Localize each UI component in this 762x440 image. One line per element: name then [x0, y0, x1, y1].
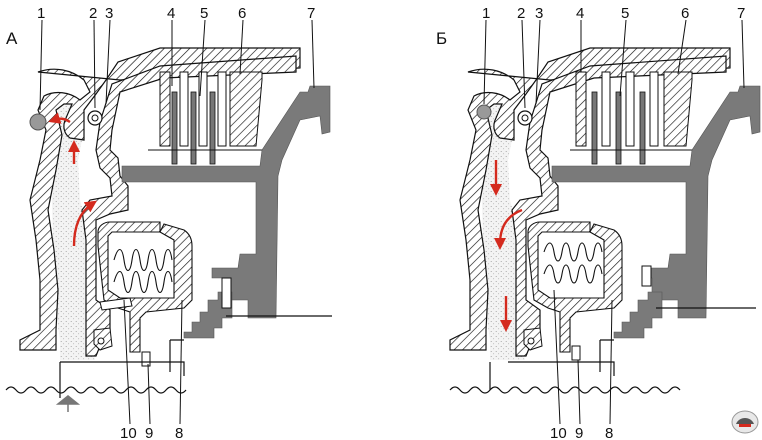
drum-housing	[81, 55, 297, 357]
outer-housing-wall	[19, 47, 301, 351]
callout-7: 7	[307, 5, 315, 22]
panel-letter-a: А	[6, 29, 18, 48]
seal-core	[91, 114, 99, 122]
return-spring	[113, 248, 173, 294]
clutch-pack	[570, 71, 698, 165]
cut-line	[449, 386, 681, 394]
callout-10: 10	[550, 425, 567, 440]
callout-9: 9	[575, 425, 583, 440]
output-shaft-steps	[613, 291, 663, 339]
drum-housing	[511, 55, 727, 357]
oil-flow-arrows	[490, 160, 523, 332]
check-ball	[476, 104, 492, 120]
check-valve	[141, 351, 151, 367]
callout-7: 7	[737, 5, 745, 22]
callout-4: 4	[167, 5, 175, 22]
callout-3: 3	[535, 5, 543, 22]
return-spring-assembly	[97, 221, 193, 353]
clutch-hub	[121, 85, 331, 319]
check-ball	[29, 113, 47, 131]
callout-8: 8	[175, 425, 183, 440]
leader-lines	[39, 19, 315, 425]
callout-10: 10	[120, 425, 137, 440]
snap-ring	[641, 265, 652, 287]
panel-letter-b: Б	[436, 29, 447, 48]
callout-4: 4	[576, 5, 584, 22]
logo-icon	[731, 410, 759, 434]
return-spring-assembly	[527, 221, 623, 353]
clutch-hub	[551, 85, 761, 319]
callout-2: 2	[517, 5, 525, 22]
oil-inlet-arrow	[55, 395, 81, 412]
callout-6: 6	[238, 5, 246, 22]
cut-line	[5, 386, 187, 394]
check-valve	[571, 345, 581, 361]
callout-1: 1	[37, 5, 45, 22]
callout-5: 5	[200, 5, 208, 22]
callout-9: 9	[145, 425, 153, 440]
oil-flow-arrows	[48, 112, 97, 247]
panel-b: Б	[436, 5, 761, 440]
callout-2: 2	[89, 5, 97, 22]
callout-6: 6	[681, 5, 689, 22]
callout-3: 3	[105, 5, 113, 22]
panel-a: А	[5, 5, 332, 440]
output-shaft-steps	[183, 291, 233, 339]
snap-ring	[221, 277, 232, 309]
outer-housing-wall	[449, 47, 731, 351]
return-spring	[543, 242, 603, 284]
clutch-pack	[148, 71, 268, 165]
callout-1: 1	[482, 5, 490, 22]
callout-5: 5	[621, 5, 629, 22]
callout-8: 8	[605, 425, 613, 440]
seal-core	[521, 114, 529, 122]
leader-lines	[483, 19, 745, 425]
